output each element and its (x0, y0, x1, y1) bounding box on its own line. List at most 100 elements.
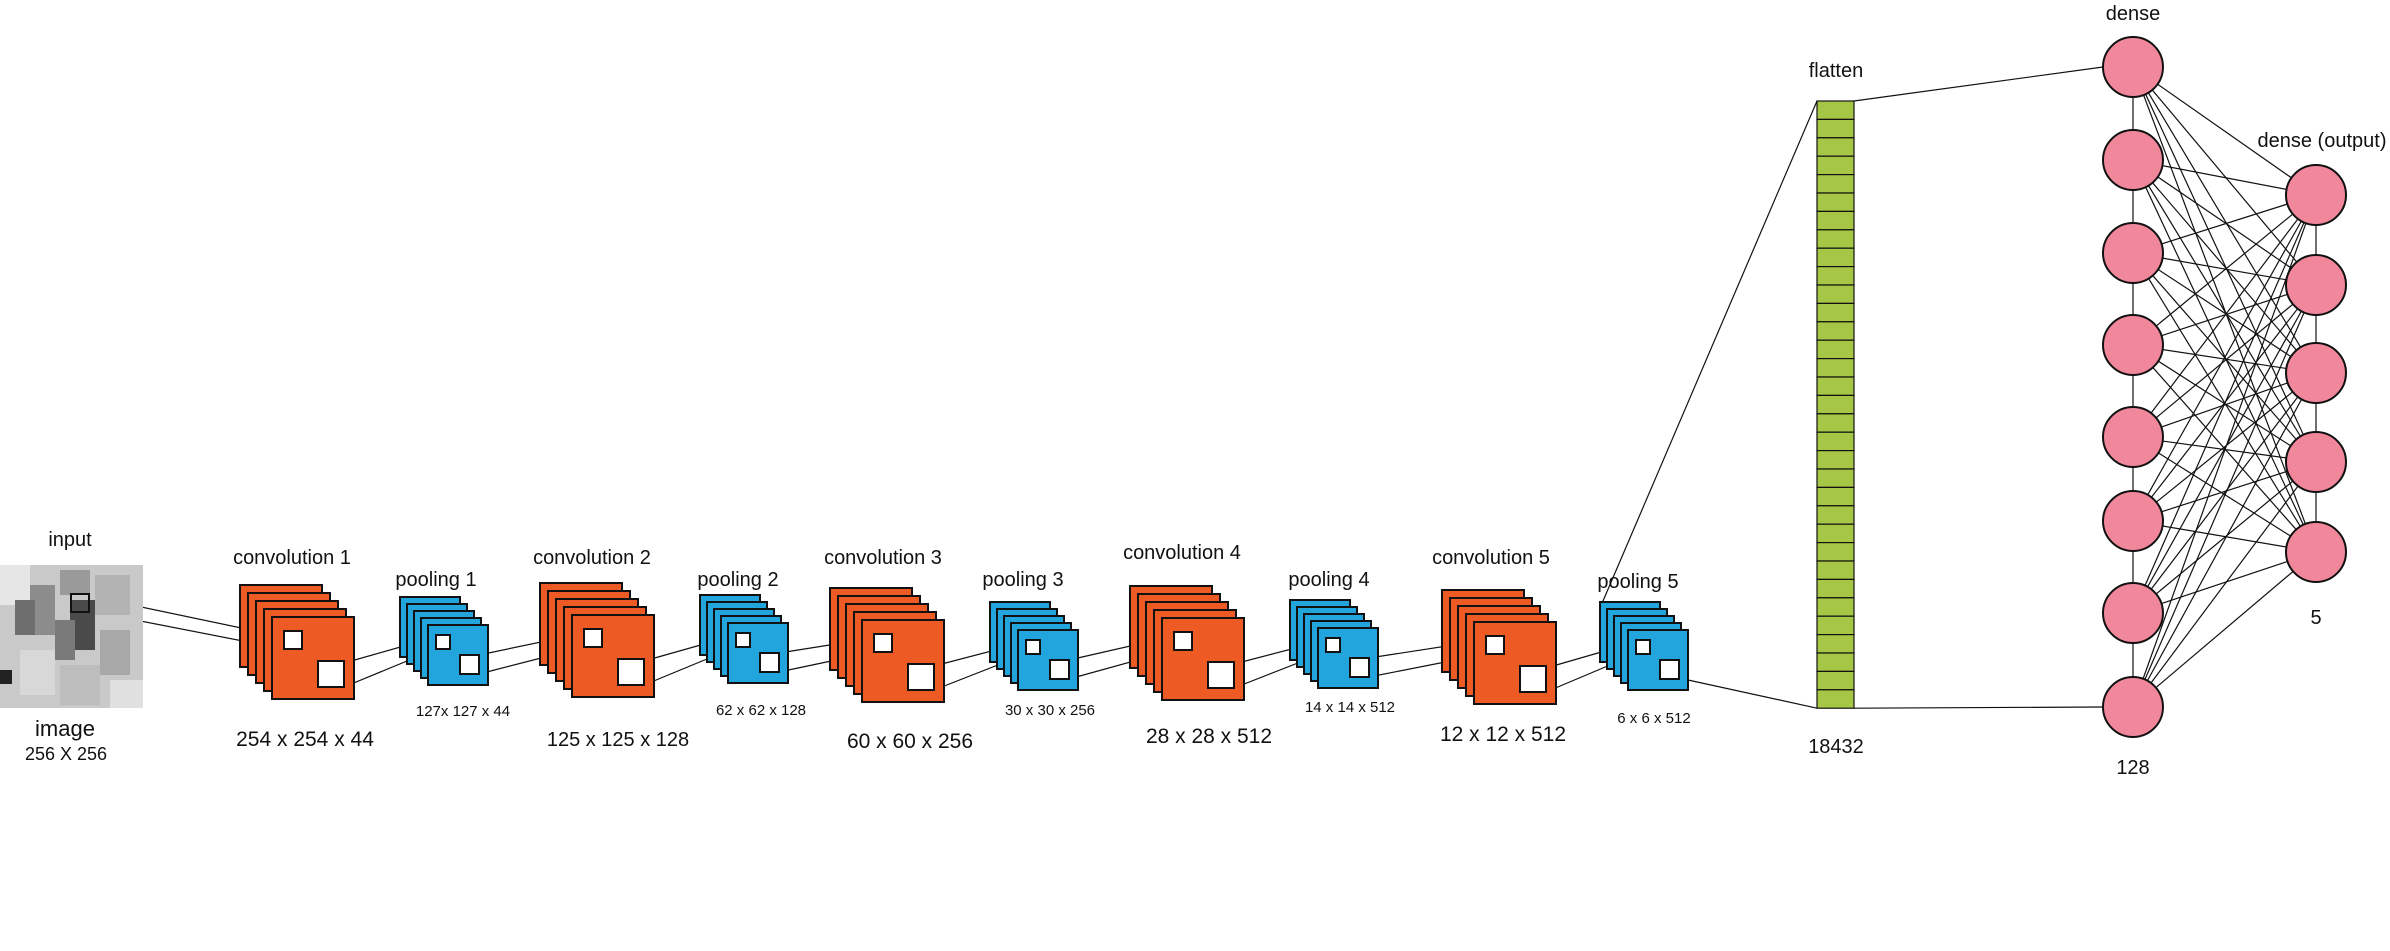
dense-connection (2132, 284, 2317, 614)
dense-connection (2132, 551, 2317, 614)
connection-line (1853, 66, 2104, 102)
flatten-cell (1816, 155, 1855, 176)
flatten-cell (1816, 615, 1855, 636)
dense-connection (2132, 194, 2317, 346)
dense-connection (2132, 159, 2317, 374)
dense-neuron (2102, 582, 2164, 644)
flatten-cell (1816, 505, 1855, 525)
flatten-cell (1816, 689, 1855, 709)
flatten-cell (1816, 670, 1855, 691)
output-neuron (2285, 254, 2347, 316)
conv-block-3: convolution 3 60 x 60 x 256 (824, 547, 973, 753)
output-window (1349, 657, 1370, 678)
output-neuron (2285, 164, 2347, 226)
dense-connection (2132, 66, 2317, 463)
output-window (459, 654, 480, 675)
pool-size-2: 62 x 62 x 128 (716, 702, 806, 719)
pool-size-4: 14 x 14 x 512 (1305, 699, 1395, 716)
output-neuron (2285, 342, 2347, 404)
dense-connection (2132, 252, 2317, 374)
dense-title: dense (2106, 3, 2161, 25)
dense-neuron (2102, 490, 2164, 552)
dense-neuron (2102, 222, 2164, 284)
dense-connection (2132, 461, 2317, 614)
output-window (759, 652, 780, 673)
conv-title-1: convolution 1 (233, 547, 351, 569)
kernel-window (873, 633, 893, 653)
conv-block-5: convolution 5 12 x 12 x 512 (1432, 547, 1566, 746)
dense-connection (2132, 66, 2317, 196)
conv-title-5: convolution 5 (1432, 547, 1550, 569)
dense-connection (2132, 159, 2317, 463)
pool-size-1: 127x 127 x 44 (416, 703, 510, 720)
output-size: 5 (2310, 607, 2321, 629)
output-window (617, 658, 645, 686)
dense-connection (2132, 372, 2317, 708)
dense-neuron (2102, 36, 2164, 98)
output-window (1659, 659, 1680, 680)
conv-size-4: 28 x 28 x 512 (1146, 725, 1272, 748)
pool-block-5: pooling 56 x 6 x 512 (1597, 571, 1690, 727)
dense-neuron (2102, 129, 2164, 191)
output-window (317, 660, 345, 688)
pool-title-3: pooling 3 (982, 569, 1063, 591)
output-window (1207, 661, 1235, 689)
output-neurons (2285, 164, 2347, 583)
flatten-cell (1816, 633, 1855, 654)
flatten-cell (1816, 266, 1855, 286)
flatten-cell (1816, 541, 1855, 562)
flatten-cell (1816, 358, 1855, 378)
flatten-cell (1816, 321, 1855, 341)
pool-block-3: pooling 330 x 30 x 256 (982, 569, 1095, 719)
conv-title-2: convolution 2 (533, 547, 651, 569)
flatten-cell (1816, 431, 1855, 452)
flatten-cell (1816, 450, 1855, 470)
conv-title-4: convolution 4 (1123, 542, 1241, 564)
conv-title-3: convolution 3 (824, 547, 942, 569)
flatten-cell (1816, 523, 1855, 544)
kernel-window (1485, 635, 1505, 655)
conv-size-3: 60 x 60 x 256 (847, 730, 973, 753)
flatten-cell (1816, 339, 1855, 360)
dense-connection (2132, 372, 2317, 522)
flatten-cell (1816, 560, 1855, 580)
connection-line (1687, 679, 1818, 709)
dense-neuron (2102, 676, 2164, 738)
flatten-cell (1816, 174, 1855, 194)
output-layer: dense (output) 5 (2258, 130, 2387, 629)
flatten-cell (1816, 468, 1855, 488)
connection-line (1853, 706, 2104, 709)
dense-connection (2132, 461, 2317, 522)
flatten-cell (1816, 247, 1855, 268)
flatten-cell (1816, 229, 1855, 249)
dense-connection (2132, 66, 2317, 374)
pool-title-4: pooling 4 (1288, 569, 1369, 591)
dense-connection (2132, 159, 2317, 196)
output-title: dense (output) (2258, 130, 2387, 152)
input-image (0, 565, 143, 708)
input-size: 256 X 256 (25, 744, 107, 764)
dense-neuron (2102, 314, 2164, 376)
flatten-cell (1816, 137, 1855, 157)
dense-connection (2132, 194, 2317, 614)
dense-connection (2132, 551, 2317, 708)
flatten-vector (1816, 100, 1855, 709)
kernel-window (583, 628, 603, 648)
conv-block-4: convolution 4 28 x 28 x 512 (1123, 542, 1272, 748)
dense-connection (2132, 284, 2317, 438)
output-window (907, 663, 935, 691)
conv-size-5: 12 x 12 x 512 (1440, 723, 1566, 746)
kernel-window (1325, 637, 1341, 653)
kernel-window (1635, 639, 1651, 655)
input-kernel-window (70, 593, 90, 613)
flatten-cell (1816, 210, 1855, 231)
dense-connection (2132, 194, 2317, 522)
dense-neuron (2102, 406, 2164, 468)
kernel-window (283, 630, 303, 650)
output-neuron (2285, 521, 2347, 583)
pool-block-2: pooling 262 x 62 x 128 (697, 569, 806, 719)
